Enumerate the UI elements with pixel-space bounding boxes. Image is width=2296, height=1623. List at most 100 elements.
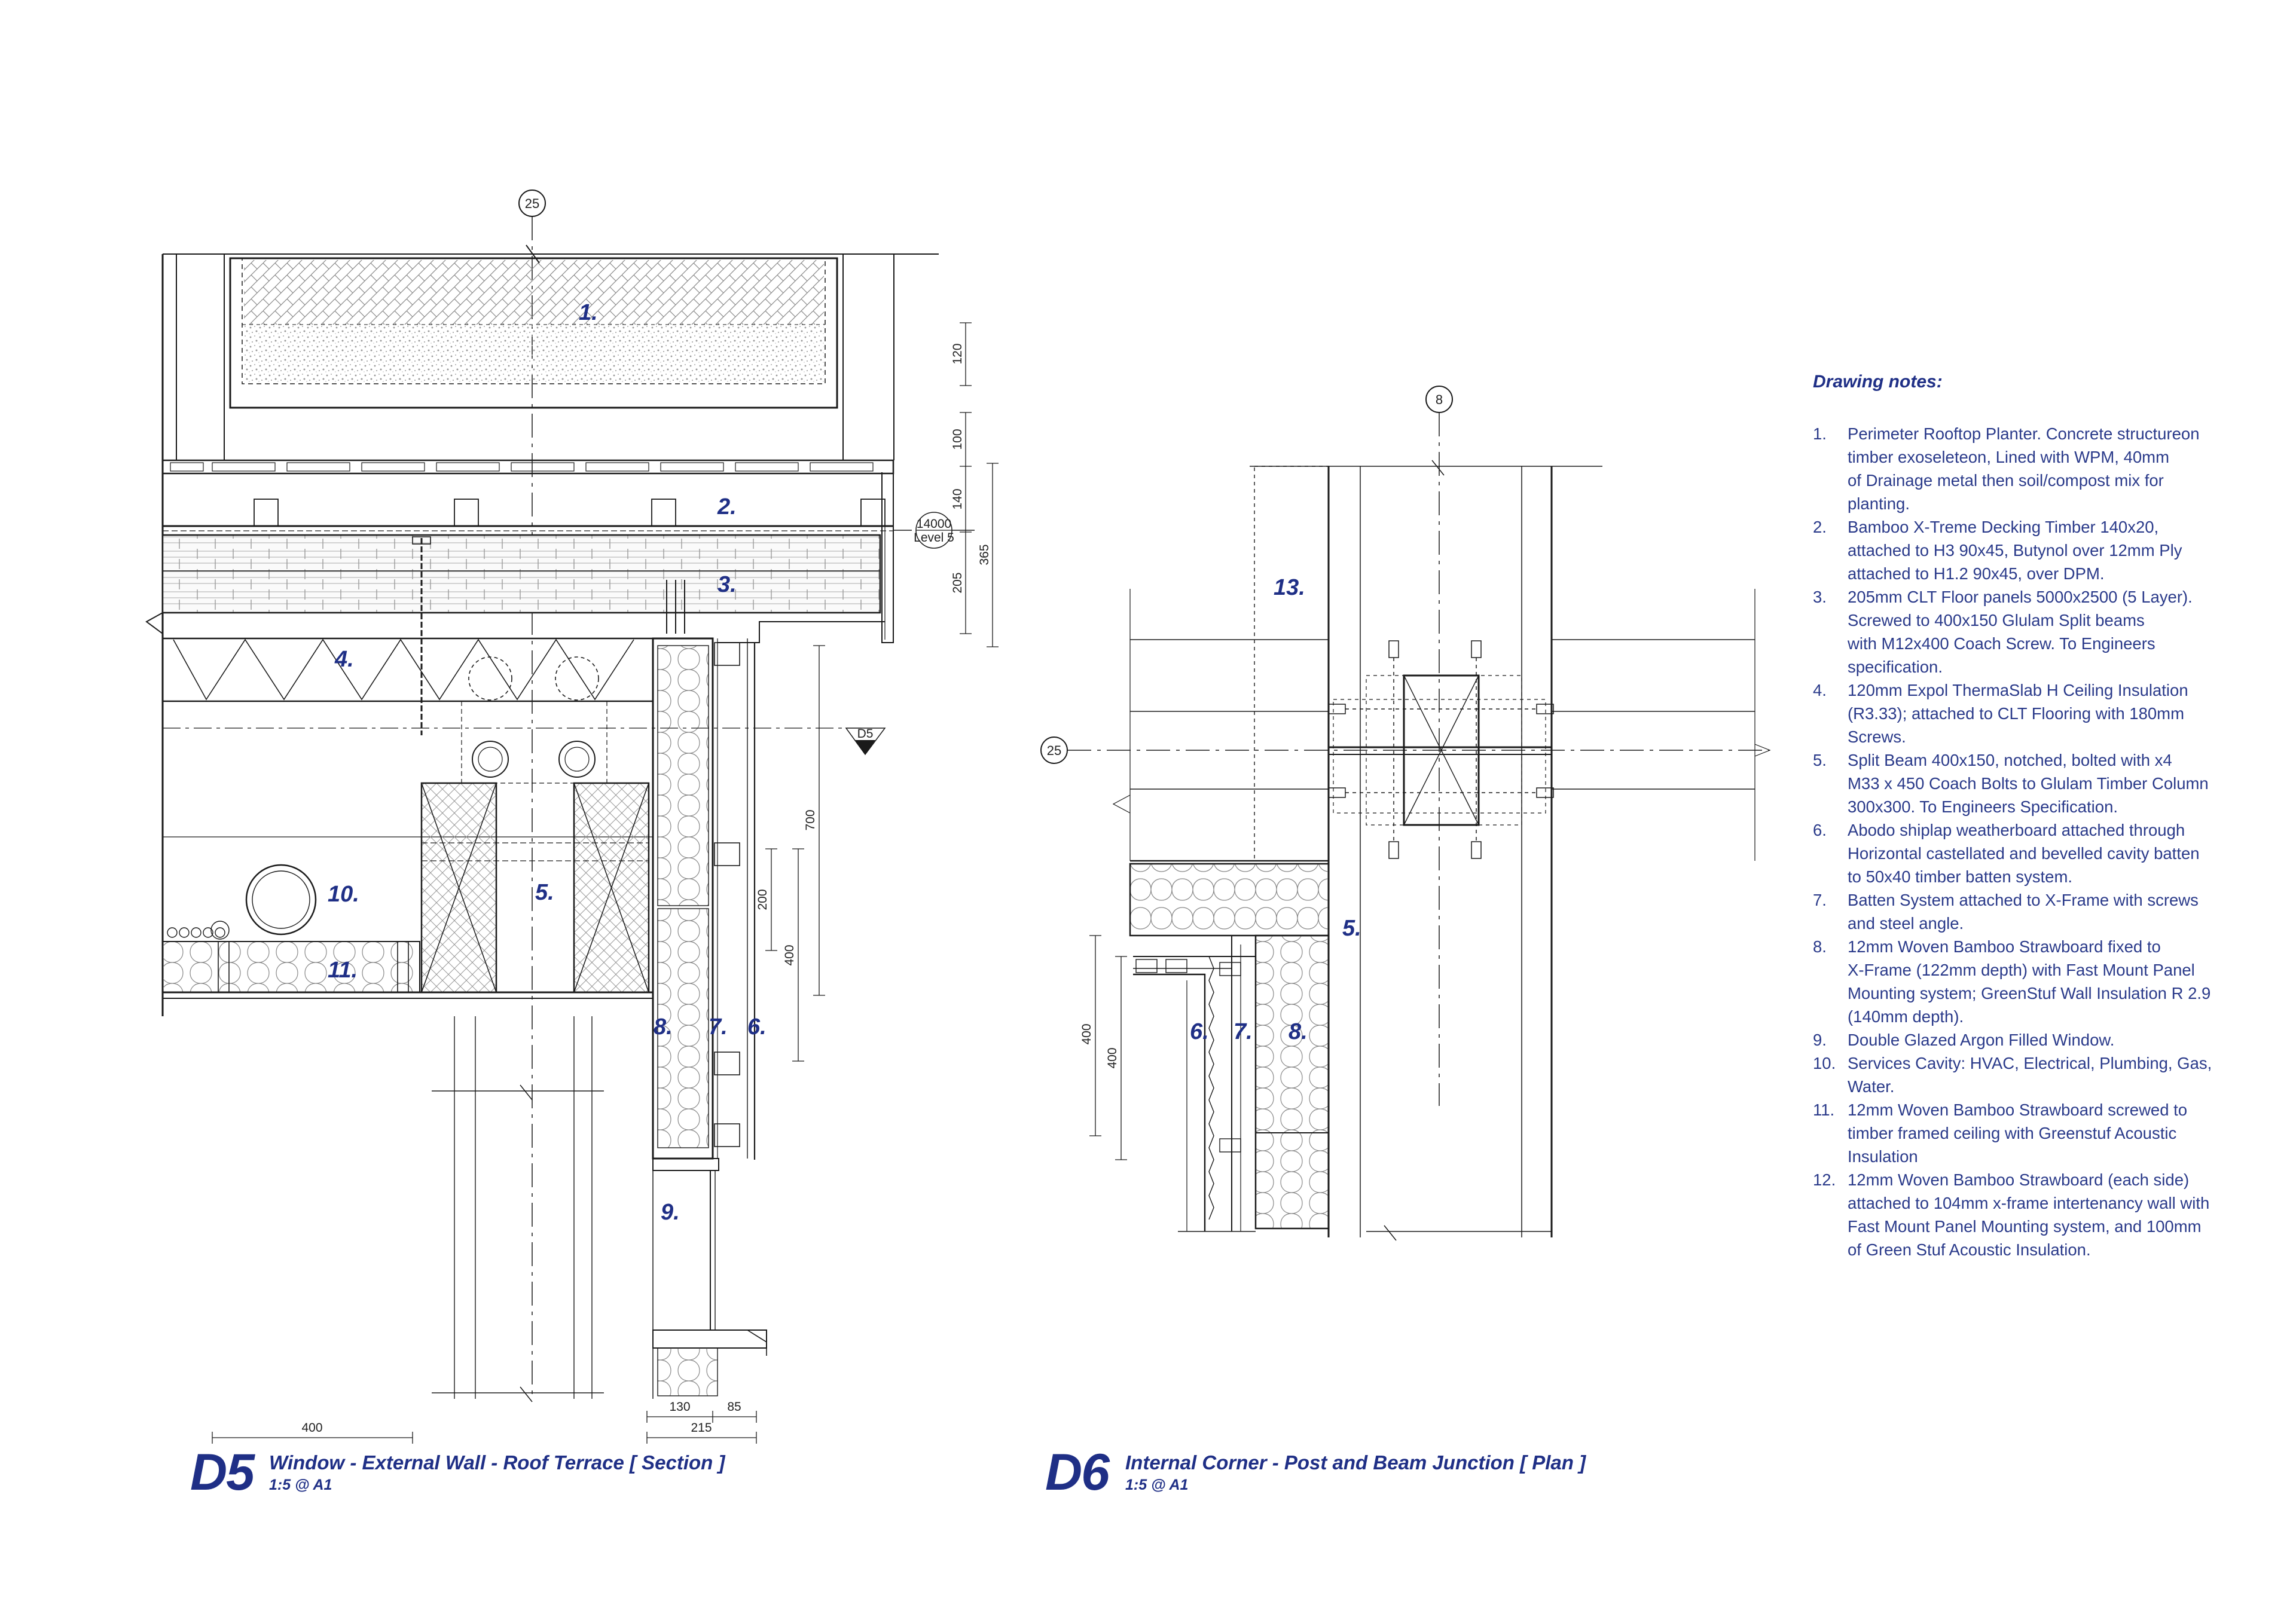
note-item: 7. Batten System attached to X-Frame with…	[1813, 888, 2267, 935]
dim-130: 130	[669, 1400, 690, 1414]
d5-text: 25 14000 Level 5 D5 1. 2. 3. 4. 5. 6. 7.…	[301, 196, 991, 1435]
note-line: Abodo shiplap weatherboard attached thro…	[1848, 821, 2185, 839]
callout-13: 13.	[1274, 575, 1305, 600]
dim-700: 700	[804, 809, 817, 830]
dim-215: 215	[691, 1421, 712, 1435]
section-marker-label: D5	[857, 727, 874, 741]
note-line: X-Frame (122mm depth) with Fast Mount Pa…	[1848, 961, 2195, 979]
detail-scale-d6: 1:5 @ A1	[1125, 1477, 1189, 1493]
callout-5: 5.	[535, 880, 554, 905]
note-number: 2.	[1813, 518, 1827, 536]
detail-title-d6: Internal Corner - Post and Beam Junction…	[1125, 1451, 1586, 1474]
note-line: Screws.	[1848, 728, 1906, 746]
note-line: Insulation	[1848, 1147, 1918, 1166]
note-line: of Drainage metal then soil/compost mix …	[1848, 471, 2164, 490]
detail-scale-d5: 1:5 @ A1	[269, 1477, 332, 1493]
note-number: 4.	[1813, 681, 1827, 699]
note-item: 9. Double Glazed Argon Filled Window.	[1813, 1028, 2267, 1052]
dim-120: 120	[951, 343, 964, 364]
level-name: Level 5	[914, 531, 954, 545]
dim-400-horiz: 400	[301, 1421, 322, 1435]
note-text: Services Cavity: HVAC, Electrical, Plumb…	[1848, 1052, 2267, 1098]
note-number: 5.	[1813, 751, 1827, 769]
note-line: Services Cavity: HVAC, Electrical, Plumb…	[1848, 1054, 2212, 1072]
callout-11: 11.	[328, 958, 358, 983]
note-number: 3.	[1813, 588, 1827, 606]
dim-85: 85	[727, 1400, 741, 1414]
note-text: 12mm Woven Bamboo Strawboard fixed to X-F…	[1848, 935, 2267, 1028]
callout-10: 10.	[328, 882, 359, 907]
detail-d6-plan	[1040, 386, 1771, 1241]
callout-6-d6: 6.	[1190, 1019, 1209, 1044]
note-text: 12mm Woven Bamboo Strawboard screwed to t…	[1848, 1098, 2267, 1168]
notes-title: Drawing notes:	[1813, 372, 1943, 392]
callout-4: 4.	[334, 647, 354, 672]
note-item: 4. 120mm Expol ThermaSlab H Ceiling Insul…	[1813, 678, 2267, 748]
detail-title-d5: Window - External Wall - Roof Terrace [ …	[269, 1451, 725, 1474]
dim-205: 205	[951, 572, 964, 593]
note-line: specification.	[1848, 658, 1943, 676]
callout-7: 7.	[709, 1014, 728, 1040]
callout-9: 9.	[661, 1200, 680, 1225]
note-item: 8. 12mm Woven Bamboo Strawboard fixed to X…	[1813, 935, 2267, 1028]
callout-8-d6: 8.	[1289, 1019, 1308, 1044]
note-line: Water.	[1848, 1077, 1895, 1096]
note-text: Double Glazed Argon Filled Window.	[1848, 1028, 2267, 1052]
note-line: 12mm Woven Bamboo Strawboard (each side)	[1848, 1170, 2190, 1189]
note-line: 12mm Woven Bamboo Strawboard fixed to	[1848, 937, 2161, 956]
dim-400-d6-b: 400	[1106, 1047, 1119, 1068]
note-item: 2. Bamboo X-Treme Decking Timber 140x20,a…	[1813, 515, 2267, 585]
callout-2: 2.	[717, 494, 737, 519]
note-number: 8.	[1813, 937, 1827, 956]
level-value: 14000	[917, 517, 951, 531]
note-line: 120mm Expol ThermaSlab H Ceiling Insulat…	[1848, 681, 2188, 699]
grid-label-25: 25	[525, 196, 539, 211]
note-line: (140mm depth).	[1848, 1007, 1964, 1026]
note-text: 12mm Woven Bamboo Strawboard (each side)…	[1848, 1168, 2267, 1261]
note-number: 12.	[1813, 1170, 1836, 1189]
note-number: 9.	[1813, 1031, 1827, 1049]
note-line: Batten System attached to X-Frame with s…	[1848, 891, 2199, 909]
note-text: Batten System attached to X-Frame with s…	[1848, 888, 2267, 935]
note-line: timber exoseleteon, Lined with WPM, 40mm	[1848, 448, 2169, 466]
note-line: 12mm Woven Bamboo Strawboard screwed to	[1848, 1101, 2188, 1119]
note-line: 300x300. To Engineers Specification.	[1848, 797, 2118, 816]
dim-200: 200	[756, 889, 770, 910]
callout-1: 1.	[579, 300, 598, 325]
note-line: (R3.33); attached to CLT Flooring with 1…	[1848, 704, 2184, 723]
note-text: 205mm CLT Floor panels 5000x2500 (5 Laye…	[1848, 585, 2267, 678]
note-number: 11.	[1813, 1101, 1835, 1119]
note-line: timber framed ceiling with Greenstuf Aco…	[1848, 1124, 2177, 1142]
note-item: 1.Perimeter Rooftop Planter. Concrete st…	[1813, 422, 2267, 515]
callout-3: 3.	[718, 572, 737, 597]
note-text: Bamboo X-Treme Decking Timber 140x20,att…	[1848, 515, 2267, 585]
note-line: attached to 104mm x-frame intertenancy w…	[1848, 1194, 2210, 1212]
note-line: of Green Stuf Acoustic Insulation.	[1848, 1240, 2091, 1259]
note-line: Split Beam 400x150, notched, bolted with…	[1848, 751, 2172, 769]
note-line: Mounting system; GreenStuf Wall Insulati…	[1848, 984, 2211, 1002]
note-text: Perimeter Rooftop Planter. Concrete stru…	[1848, 422, 2267, 515]
note-line: Perimeter Rooftop Planter. Concrete stru…	[1848, 424, 2200, 443]
grid-label-8: 8	[1436, 392, 1443, 407]
note-text: Split Beam 400x150, notched, bolted with…	[1848, 748, 2267, 818]
note-line: attached to H3 90x45, Butynol over 12mm …	[1848, 541, 2182, 560]
note-line: 205mm CLT Floor panels 5000x2500 (5 Laye…	[1848, 588, 2193, 606]
note-line: Fast Mount Panel Mounting system, and 10…	[1848, 1217, 2202, 1236]
drawing-notes: Drawing notes: 1.Perimeter Rooftop Plant…	[1813, 372, 2267, 1261]
note-item: 10. Services Cavity: HVAC, Electrical, Pl…	[1813, 1052, 2267, 1098]
callout-5-d6: 5.	[1342, 916, 1361, 941]
detail-d5-section	[145, 189, 999, 1444]
callout-7-d6: 7.	[1234, 1019, 1253, 1044]
dim-140: 140	[951, 488, 964, 509]
note-line: planting.	[1848, 494, 1910, 513]
note-line: and steel angle.	[1848, 914, 1964, 933]
note-number: 7.	[1813, 891, 1827, 909]
note-item: 12. 12mm Woven Bamboo Strawboard (each si…	[1813, 1168, 2267, 1261]
note-number: 10.	[1813, 1054, 1836, 1072]
note-line: M33 x 450 Coach Bolts to Glulam Timber C…	[1848, 774, 2209, 793]
note-line: Double Glazed Argon Filled Window.	[1848, 1031, 2115, 1049]
note-line: Horizontal castellated and bevelled cavi…	[1848, 844, 2200, 863]
note-item: 5. Split Beam 400x150, notched, bolted wi…	[1813, 748, 2267, 818]
dim-100: 100	[951, 429, 964, 450]
